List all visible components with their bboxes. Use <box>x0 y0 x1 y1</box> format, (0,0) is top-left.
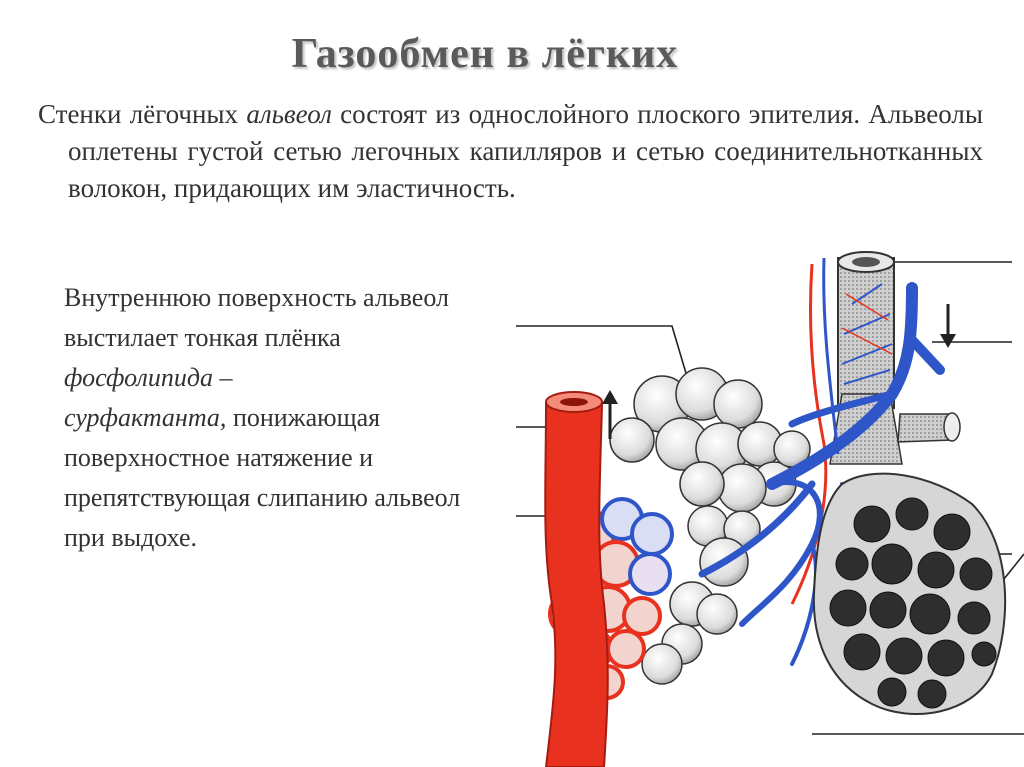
side-text-1: Внутреннюю поверхность альвеол выстилает… <box>64 283 449 352</box>
thin-vein <box>824 258 838 454</box>
intro-italic-alveoli: альвеол <box>246 99 332 129</box>
intro-paragraph-body: Стенки лёгочных альвеол состоят из однос… <box>38 96 983 207</box>
side-italic-phospholipid: фосфолипида – <box>64 363 232 392</box>
lung-alveoli-diagram <box>512 244 1024 767</box>
surfactant-paragraph: Внутреннюю поверхность альвеол выстилает… <box>64 278 464 558</box>
pulmonary-vessel-red <box>545 392 608 767</box>
intro-paragraph: Стенки лёгочных альвеол состоят из однос… <box>38 96 983 207</box>
slide-title: Газообмен в лёгких <box>0 30 970 78</box>
side-italic-surfactant: сурфактанта, <box>64 403 226 432</box>
intro-text-1: Стенки лёгочных <box>38 99 246 129</box>
alveolar-lobule-section <box>814 474 1005 714</box>
